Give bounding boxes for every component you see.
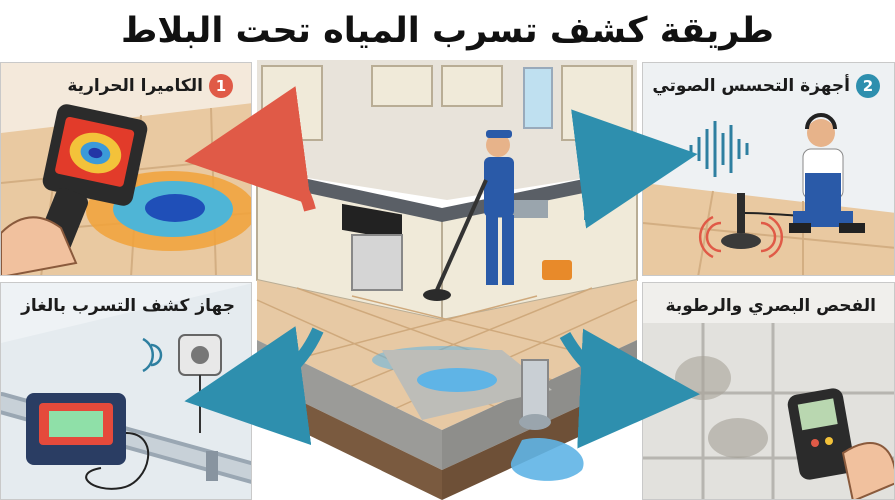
acoustic-label: 2 أجهزة التحسس الصوتي	[652, 71, 880, 101]
acoustic-title: أجهزة التحسس الصوتي	[652, 76, 850, 96]
visual-moisture-label: الفحص البصري والرطوبة	[665, 296, 877, 316]
thermal-camera-icon	[1, 104, 148, 275]
gas-leak-detector-icon	[26, 393, 150, 490]
acoustic-scene	[643, 113, 894, 275]
sound-wave-icon	[689, 121, 749, 177]
arrow-to-visual	[559, 328, 700, 449]
gas-detector-label: جهاز كشف التسرب بالغاز	[21, 296, 235, 316]
moisture-meter-icon	[787, 388, 894, 499]
thermal-camera-title: الكاميرا الحرارية	[67, 76, 203, 96]
technician-with-detector-icon	[423, 130, 572, 301]
step-badge-2: 2	[856, 74, 880, 98]
page-title: طريقة كشف تسرب المياه تحت البلاط	[120, 11, 775, 51]
arrow-to-gas	[184, 326, 324, 446]
technician-icon	[789, 113, 865, 233]
leaking-pipe-icon	[510, 359, 584, 481]
arrow-to-acoustic	[571, 109, 698, 229]
panel-visual-moisture: الفحص البصري والرطوبة	[642, 282, 895, 500]
arrow-to-thermal	[184, 86, 316, 212]
thermal-camera-label: 1الكاميرا الحرارية	[67, 71, 233, 101]
